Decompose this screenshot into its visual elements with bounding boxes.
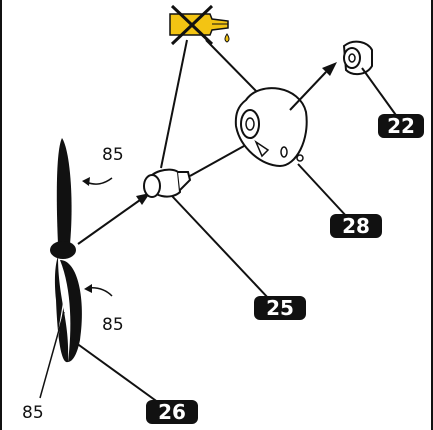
leader-line-22 [361,67,399,119]
label-85-lower: 85 [102,315,124,335]
motor-housing-part [234,87,308,168]
glue-pointer-line-housing [205,39,259,94]
part-number-28: 28 [342,214,370,238]
spinner-part [143,168,192,198]
rotation-arrow-upper [82,177,113,186]
part-badge-26: 26 [146,400,198,424]
part-number-26: 26 [158,400,186,424]
rotation-arrow-lower [84,284,113,297]
assembly-arrow-propeller [77,193,150,245]
label-85-bottom: 85 [22,403,44,423]
part-badge-22: 22 [378,114,424,138]
bushing-part [342,40,373,76]
assembly-arrow-housing [289,62,337,111]
part-badge-28: 28 [330,214,382,238]
shaft-line-solid [189,145,245,177]
propeller [50,138,82,363]
no-glue-icon [169,4,230,46]
glue-pointer-line-spinner [160,39,188,169]
leader-line-26 [71,339,167,409]
part-number-25: 25 [266,296,294,320]
leader-line-25 [171,195,271,301]
part-number-22: 22 [387,114,415,138]
leader-line-85-bottom [39,311,65,399]
part-badge-25: 25 [254,296,306,320]
leader-line-28 [297,163,349,219]
label-85-upper: 85 [102,145,124,165]
